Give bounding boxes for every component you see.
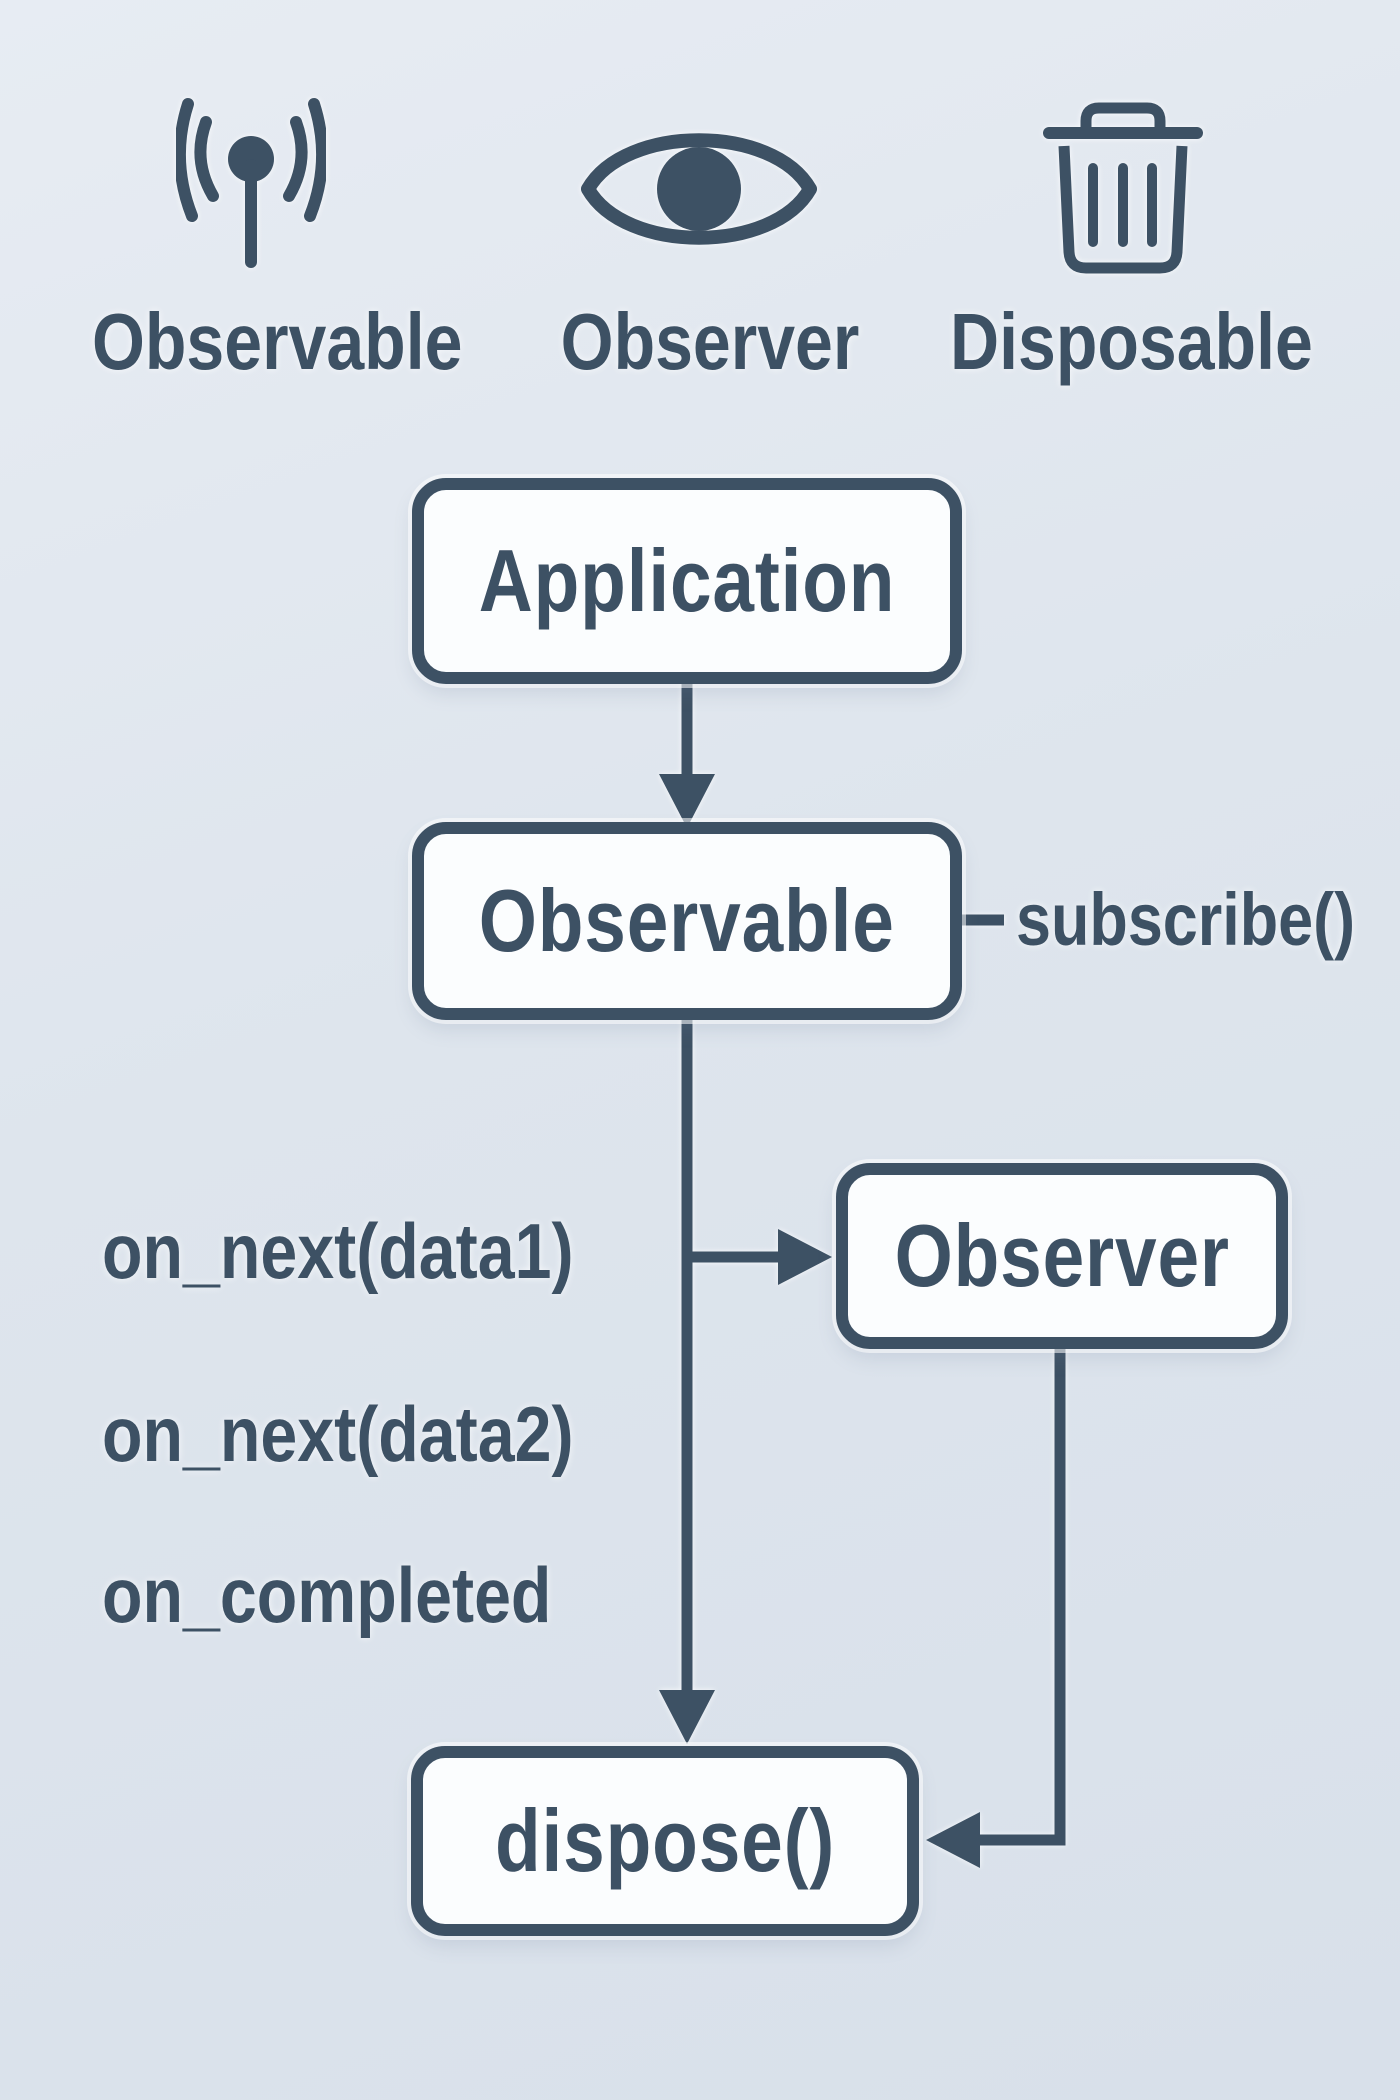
dispose-node-label: dispose() (494, 1791, 836, 1890)
event-label-on-next-1: on_next(data1) (102, 1207, 574, 1295)
observer-node: Observer (836, 1163, 1288, 1349)
subscribe-label: subscribe() (1016, 878, 1356, 961)
legend-label-observable: Observable (92, 297, 463, 386)
antenna-icon (176, 98, 326, 268)
arrow-observable-to-observer (687, 1229, 832, 1285)
trash-icon (1043, 102, 1203, 274)
observable-node: Observable (412, 822, 962, 1020)
eye-icon (581, 133, 817, 245)
dispose-node: dispose() (411, 1746, 919, 1936)
observer-node-label: Observer (894, 1206, 1230, 1305)
event-label-on-next-2: on_next(data2) (102, 1390, 574, 1478)
legend-label-disposable: Disposable (950, 297, 1313, 386)
application-node-label: Application (478, 531, 896, 630)
event-label-on-completed: on_completed (102, 1551, 552, 1639)
arrow-observable-to-dispose (659, 1018, 715, 1744)
arrow-observer-to-dispose (926, 1346, 1066, 1868)
observable-node-label: Observable (479, 871, 895, 970)
application-node: Application (412, 478, 962, 684)
arrow-application-to-observable (659, 682, 715, 828)
legend-label-observer: Observer (560, 297, 860, 386)
